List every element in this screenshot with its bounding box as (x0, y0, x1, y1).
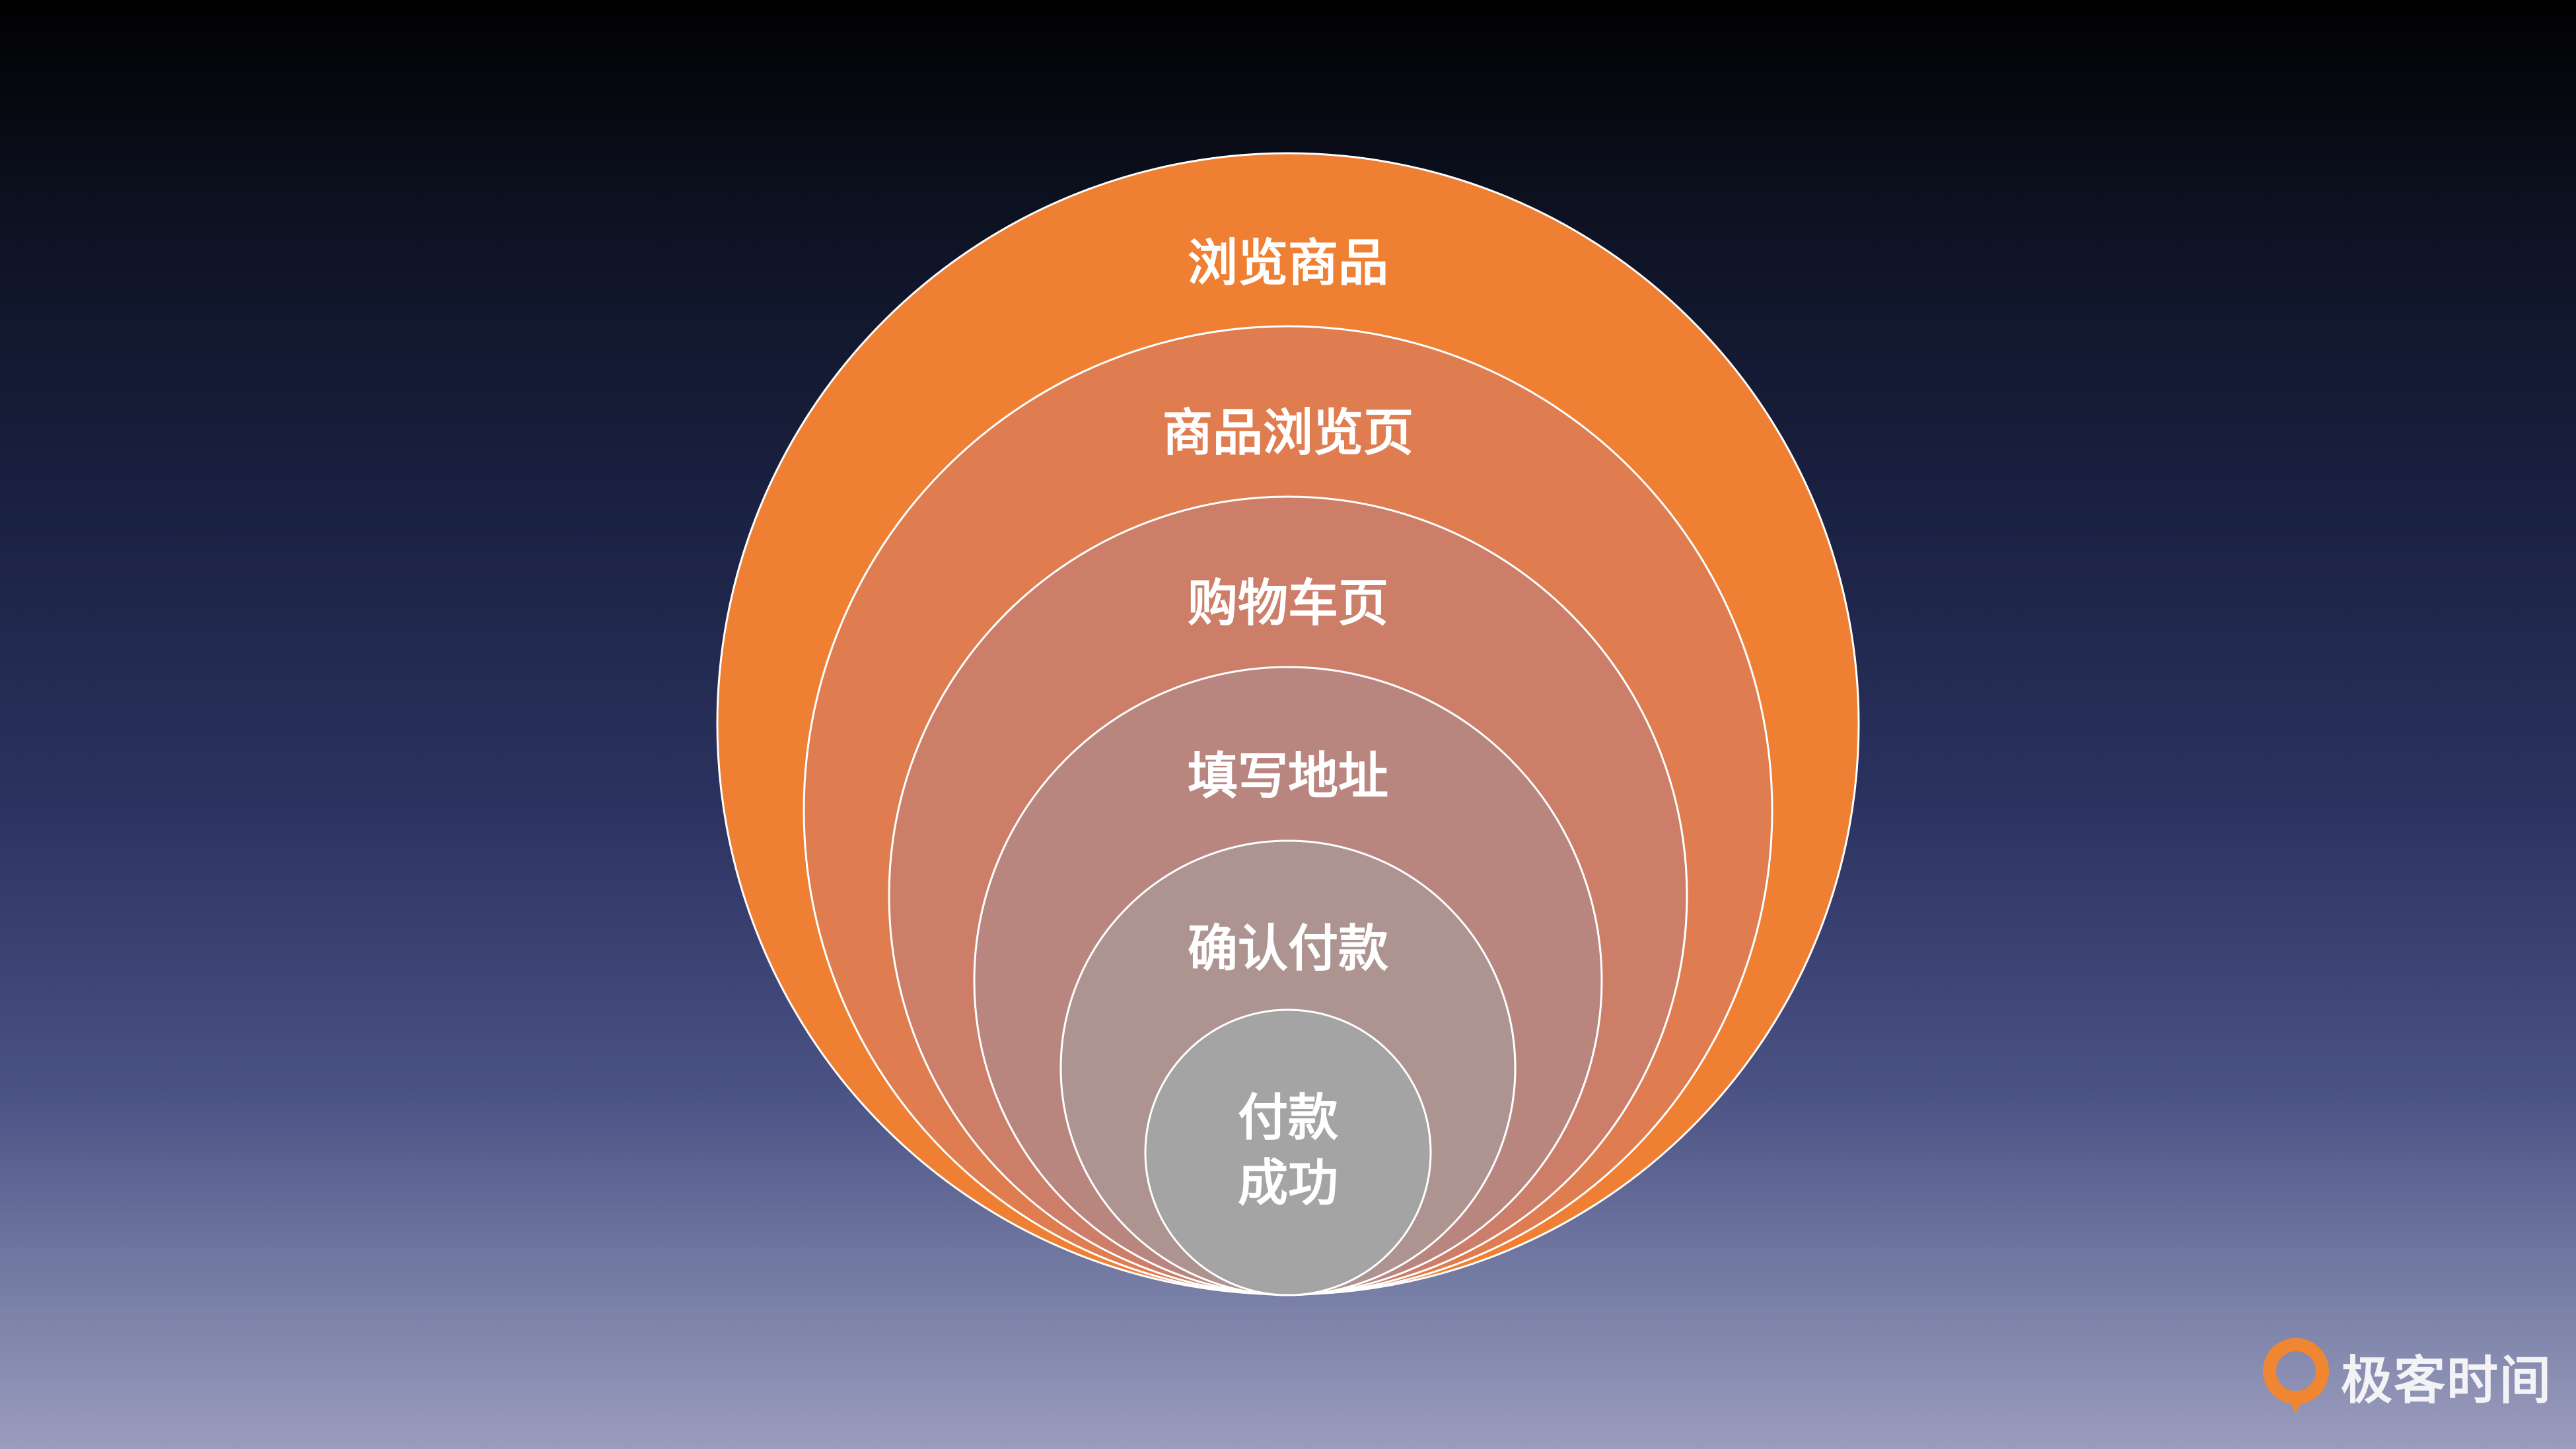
label-fill-address: 填写地址 (1188, 747, 1388, 806)
circle-payment-success (1144, 1008, 1432, 1296)
circle-level-6: 付款 成功 (1144, 1008, 1432, 1296)
label-browse-products: 浏览商品 (1188, 234, 1388, 293)
label-product-page: 商品浏览页 (1163, 404, 1413, 462)
brand-logo: 极客时间 (2260, 1337, 2552, 1416)
label-payment-success-line-1: 付款 (1238, 1088, 1338, 1147)
label-cart-page: 购物车页 (1188, 574, 1388, 633)
label-confirm-payment: 确认付款 (1188, 919, 1388, 978)
geektime-logo-icon (2262, 1338, 2329, 1413)
brand-name: 极客时间 (2340, 1351, 2552, 1411)
label-payment-success-line-2: 成功 (1238, 1154, 1338, 1213)
